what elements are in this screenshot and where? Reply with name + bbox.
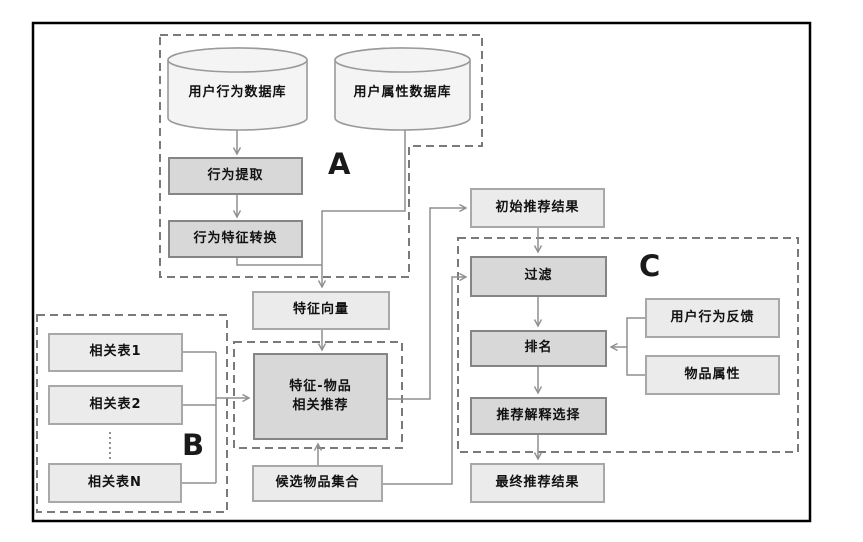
conn-featureitem-initialresult xyxy=(388,208,466,400)
connectors xyxy=(109,130,645,485)
node-rel-table-2: 相关表2 xyxy=(48,385,183,425)
node-user-feedback: 用户行为反馈 xyxy=(645,298,780,338)
user-behavior-db-cylinder-top xyxy=(167,47,308,73)
section-label-c: C xyxy=(639,249,661,283)
outer-frame xyxy=(31,21,812,523)
conn-candidates-filter xyxy=(383,277,466,485)
group-a-border xyxy=(159,34,483,278)
node-feature-item-rec: 特征-物品 相关推荐 xyxy=(253,353,388,440)
node-item-attrs: 物品属性 xyxy=(645,355,780,395)
node-rec-explain: 推荐解释选择 xyxy=(470,397,607,435)
node-user-behavior-db-label: 用户行为数据库 xyxy=(188,84,287,100)
node-filter: 过滤 xyxy=(470,256,607,297)
node-ranking: 排名 xyxy=(470,330,607,367)
group-c-border xyxy=(457,237,799,453)
section-label-a: A xyxy=(328,147,351,181)
section-label-b: B xyxy=(182,428,205,462)
node-feature-vector: 特征向量 xyxy=(252,291,390,330)
node-behavior-feature-convert: 行为特征转换 xyxy=(168,220,303,258)
conn-convert-junction xyxy=(236,258,322,266)
node-rel-table-1: 相关表1 xyxy=(48,333,183,372)
conn-feedback-bracket xyxy=(626,317,645,376)
node-initial-result: 初始推荐结果 xyxy=(470,188,605,228)
node-final-result: 最终推荐结果 xyxy=(470,463,605,503)
conn-attrdb-featurevector xyxy=(322,130,406,287)
node-behavior-extract: 行为提取 xyxy=(168,157,303,195)
group-b-border xyxy=(36,314,228,513)
node-candidate-items: 候选物品集合 xyxy=(252,465,383,502)
database-cylinders xyxy=(167,47,471,131)
node-user-attr-db-label: 用户属性数据库 xyxy=(353,84,452,100)
user-attr-db-cylinder-top xyxy=(334,47,471,73)
node-rel-table-n: 相关表N xyxy=(48,463,182,503)
